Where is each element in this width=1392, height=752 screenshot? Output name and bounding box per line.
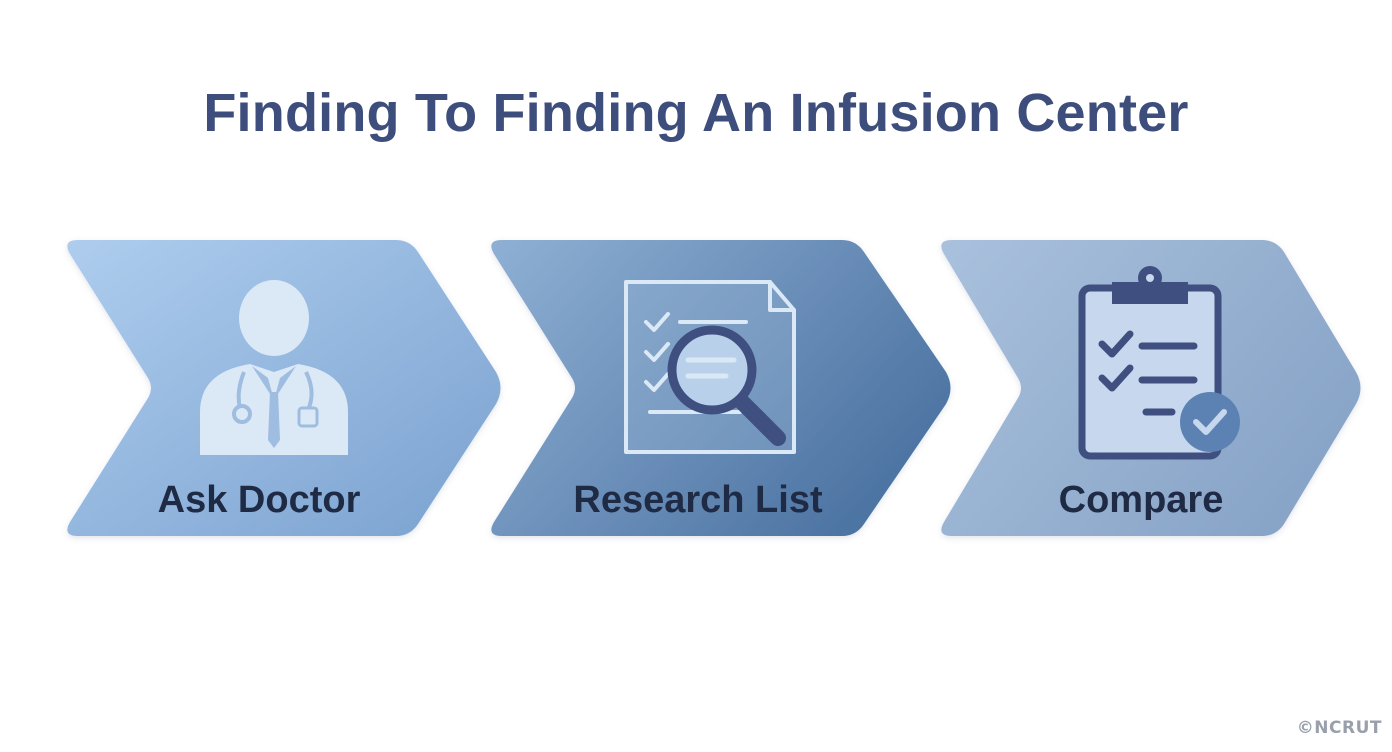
step-label: Ask Doctor: [158, 479, 361, 521]
step-compare: Compare: [941, 240, 1361, 536]
diagram-title: Finding To Finding An Infusion Center: [203, 83, 1189, 143]
document-search-icon: [624, 280, 796, 454]
step-label: Research List: [573, 479, 823, 521]
clipboard-checklist-icon: [1078, 266, 1240, 460]
step-label: Compare: [1059, 479, 1224, 521]
watermark-logo: ©NCRUT: [1296, 718, 1382, 738]
step-research-list: Research List: [491, 240, 951, 536]
doctor-icon: [200, 280, 348, 455]
step-ask-doctor: Ask Doctor: [67, 240, 501, 536]
